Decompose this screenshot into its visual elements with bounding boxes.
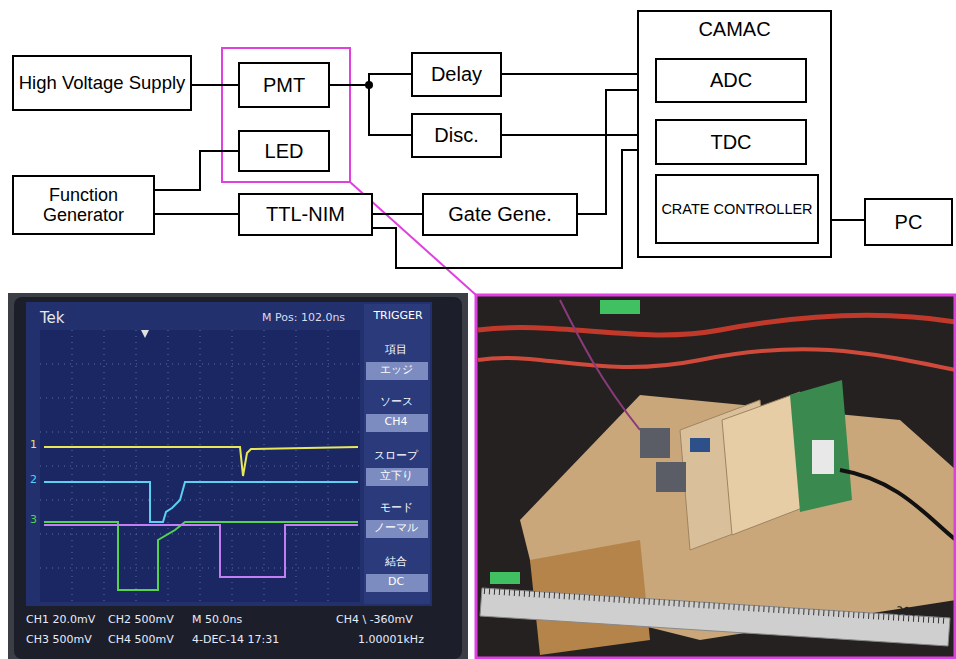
menu-value: ノーマル [366, 522, 426, 535]
menu-item: 項目 [366, 344, 426, 357]
scope-readout: CH3 500mV [26, 634, 92, 647]
box-label: Disc. [434, 124, 478, 146]
module-box: PC [864, 198, 953, 246]
box-label: Function Generator [14, 185, 153, 225]
scope-readout: 1.00001kHz [358, 634, 424, 647]
scope-readout: M Pos: 102.0ns [262, 312, 345, 325]
module-box: LED [238, 130, 330, 172]
signal-cable [155, 213, 238, 215]
box-label: TDC [710, 131, 751, 153]
module-box: CRATE CONTROLLER [655, 174, 819, 244]
scope-readout: M 50.0ns [192, 614, 242, 627]
menu-item: 結合 [366, 556, 426, 569]
box-label: Delay [431, 63, 482, 85]
menu-value: DC [366, 576, 426, 589]
scope-readout: CH4 500mV [108, 634, 174, 647]
box-label: CRATE CONTROLLER [661, 201, 812, 217]
signal-cable [373, 213, 422, 215]
box-label: PMT [263, 74, 305, 96]
box-label: LED [265, 140, 304, 162]
signal-cable [373, 150, 655, 268]
scope-readout: 4-DEC-14 17:31 [192, 634, 279, 647]
module-box: Gate Gene. [422, 193, 578, 236]
module-box: Function Generator [12, 175, 155, 235]
module-box: TTL-NIM [238, 193, 373, 236]
channel-marker: 1 [30, 439, 37, 452]
module-box: TDC [655, 119, 807, 165]
menu-item: モード [366, 502, 426, 515]
signal-cable [155, 151, 238, 190]
box-label: ADC [710, 69, 752, 91]
signal-cable [502, 134, 655, 136]
scope-readout: CH1 20.0mV [26, 614, 95, 627]
menu-title: TRIGGER [368, 310, 428, 323]
module-box: PMT [238, 62, 330, 108]
signal-cable [330, 85, 411, 135]
box-label: High Voltage Supply [19, 73, 186, 94]
module-box: Disc. [411, 113, 502, 158]
signal-cable [330, 74, 411, 85]
channel-marker: 3 [30, 514, 37, 527]
menu-item: ソース [366, 396, 426, 409]
menu-value: エッジ [366, 364, 426, 377]
module-box: Delay [411, 52, 502, 97]
signal-cable [502, 73, 655, 75]
menu-value: CH4 [366, 416, 426, 429]
crate-box: CAMAC ADC TDC CRATE CONTROLLER [637, 10, 832, 258]
channel-marker: 2 [30, 474, 37, 487]
box-label: TTL-NIM [266, 203, 345, 225]
scope-readout: CH2 500mV [108, 614, 174, 627]
ruler-number: 300 [896, 605, 918, 619]
module-box: ADC [655, 58, 807, 103]
menu-value: 立下り [366, 470, 426, 483]
box-label: PC [895, 211, 923, 233]
scope-readout: CH4 \ -360mV [336, 614, 413, 627]
scope-brand: Tek [40, 310, 65, 327]
box-label: CAMAC [639, 12, 830, 40]
box-label: Gate Gene. [448, 203, 551, 225]
module-box: High Voltage Supply [12, 55, 192, 111]
menu-item: スロープ [366, 450, 426, 463]
signal-cable [192, 84, 238, 86]
